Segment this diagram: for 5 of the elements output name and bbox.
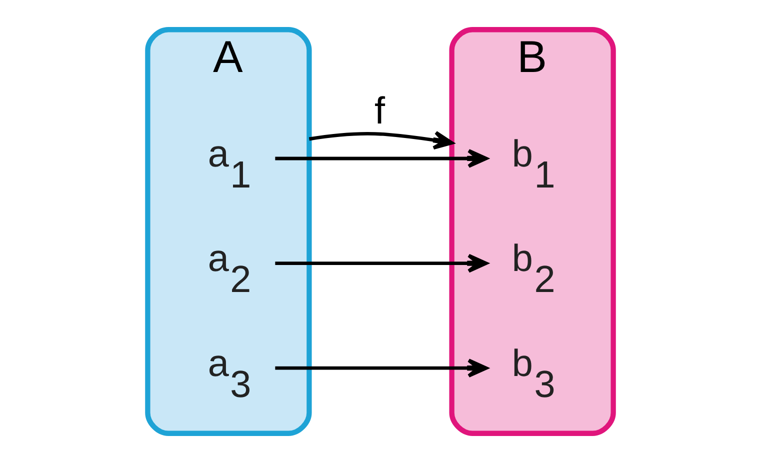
arrow [308,130,454,150]
arrow [274,358,488,378]
arrow [274,148,488,168]
arrow [274,253,488,272]
edge-label: f [374,90,384,132]
